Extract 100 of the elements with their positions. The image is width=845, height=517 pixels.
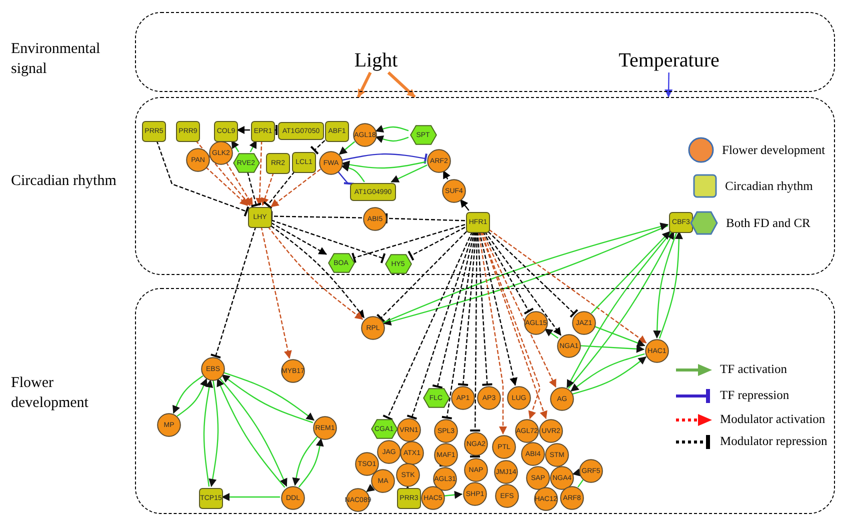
arrow	[658, 231, 683, 339]
gene-square	[142, 120, 166, 142]
arrow	[195, 140, 251, 206]
legend-label: Modulator repression	[720, 434, 828, 449]
arrow	[460, 199, 470, 211]
gene-circle	[355, 452, 379, 476]
arrow	[338, 141, 356, 155]
arrow	[249, 140, 257, 152]
legend-label: Modulator activation	[720, 412, 826, 427]
arrow	[341, 160, 426, 169]
gene-circle	[186, 148, 210, 172]
arrow	[442, 170, 450, 180]
gene-circle	[353, 123, 377, 147]
gene-circle	[515, 419, 539, 443]
gene-circle	[477, 386, 501, 410]
signal-label: Temperature	[618, 50, 720, 72]
row-label: Flower development	[11, 374, 90, 414]
gene-square	[278, 122, 324, 140]
gene-circle	[495, 484, 519, 508]
gene-circle	[526, 466, 550, 490]
arrow	[203, 379, 214, 487]
arrow	[366, 484, 375, 492]
inhibition-line	[477, 231, 494, 386]
inhibition-line	[488, 231, 578, 318]
gene-square	[266, 152, 290, 174]
gene-circle	[557, 334, 581, 358]
arrow	[444, 490, 463, 499]
inhibition-line	[274, 124, 278, 136]
gene-hexagon	[232, 153, 260, 173]
gene-square	[292, 152, 316, 172]
gene-circle	[550, 466, 574, 490]
inhibition-line	[385, 212, 466, 224]
arrow	[261, 172, 274, 206]
legend-label: Circadian rhythm	[725, 178, 813, 194]
arrow	[488, 229, 647, 344]
gene-square	[397, 488, 421, 508]
inhibition-line	[156, 140, 250, 218]
gene-hexagon	[384, 254, 412, 274]
gene-circle	[371, 469, 395, 493]
arrow	[226, 162, 254, 206]
inhibition-line	[408, 226, 466, 262]
inhibition-line	[342, 152, 428, 165]
gene-square	[350, 183, 396, 201]
inhibition-line	[482, 231, 534, 315]
legend-label: Flower development	[722, 142, 826, 158]
gene-circle	[464, 458, 488, 482]
arrow	[478, 231, 518, 386]
gene-hexagon	[328, 253, 354, 273]
gene-circle	[572, 311, 596, 335]
gene-circle	[377, 440, 401, 464]
arrow	[390, 164, 428, 183]
gene-hexagon	[410, 125, 436, 145]
arrow	[478, 231, 507, 434]
gene-square	[214, 120, 238, 142]
gene-circle	[560, 486, 584, 510]
gene-circle	[434, 419, 458, 443]
arrow	[484, 231, 562, 336]
arrow	[292, 436, 318, 486]
gene-circle	[645, 339, 669, 363]
arrow	[231, 140, 240, 152]
row-label: Environmental signal	[11, 40, 102, 80]
gene-circle	[539, 419, 563, 443]
gene-circle	[421, 486, 445, 510]
inhibition-line	[262, 171, 296, 210]
gene-square	[466, 212, 490, 232]
gene-circle	[201, 357, 225, 381]
inhibition-line	[432, 231, 476, 389]
arrow	[664, 72, 673, 98]
legend-label: TF repression	[720, 388, 790, 403]
arrow	[208, 380, 219, 487]
legend-label: TF activation	[720, 362, 787, 377]
inhibition-line	[376, 231, 468, 323]
arrow	[256, 140, 264, 206]
arrow	[270, 222, 327, 255]
gene-circle	[524, 311, 548, 335]
inhibition-line	[270, 220, 386, 264]
row-label: Circadian rhythm	[11, 172, 118, 191]
gene-circle	[494, 460, 518, 484]
gene-circle	[400, 441, 424, 465]
gene-square	[248, 206, 272, 228]
gene-circle	[313, 416, 337, 440]
gene-square	[176, 120, 200, 142]
arrow	[580, 344, 645, 353]
arrow	[375, 124, 409, 133]
gene-circle	[427, 149, 451, 173]
inhibition-line	[440, 231, 476, 420]
gene-circle	[534, 487, 558, 511]
gene-circle	[579, 459, 603, 483]
inhibition-line	[457, 231, 477, 386]
inhibition-line	[210, 226, 256, 359]
arrow	[544, 328, 558, 339]
arrow	[340, 164, 365, 182]
arrow	[270, 168, 321, 208]
gene-hexagon	[370, 419, 398, 439]
gene-circle	[157, 413, 181, 437]
gene-circle	[363, 207, 387, 231]
gene-circle	[451, 386, 475, 410]
arrow	[590, 231, 670, 314]
inhibition-line	[247, 172, 262, 208]
gene-circle	[492, 435, 516, 459]
